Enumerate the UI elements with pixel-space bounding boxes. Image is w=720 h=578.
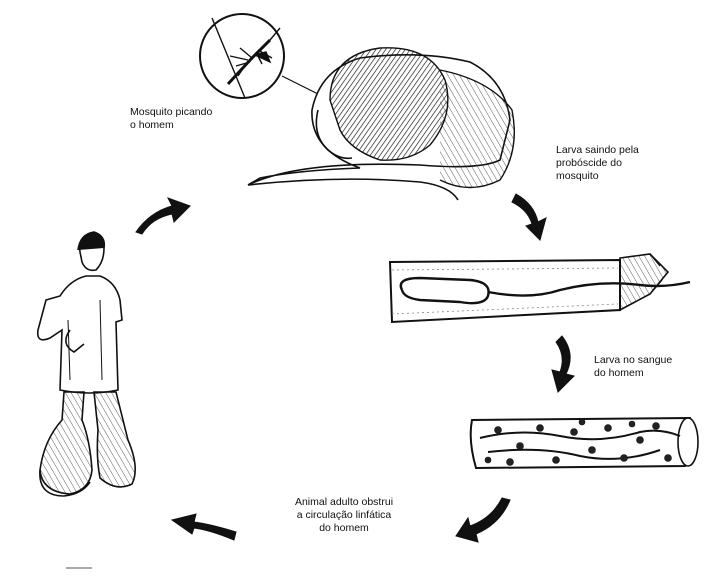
label-adult-obstructs: Animal adulto obstrui a circulação linfá… — [268, 496, 420, 535]
blood-vessel-illustration — [471, 418, 698, 468]
affected-man-illustration — [38, 232, 135, 496]
mosquito-inset — [200, 14, 284, 98]
arrow-to-adult — [456, 498, 510, 542]
arrow-to-bite — [136, 198, 190, 234]
sleeping-man-illustration — [248, 48, 514, 200]
arrow-to-man — [172, 514, 236, 540]
proboscis-illustration — [390, 254, 690, 322]
arrow-to-blood — [552, 336, 574, 392]
cycle-arrows — [136, 194, 574, 542]
arrow-to-proboscis — [512, 194, 546, 240]
label-larva-blood: Larva no sangue do homem — [594, 354, 672, 380]
label-mosquito-bite: Mosquito picando o homem — [130, 106, 212, 132]
label-larva-exit: Larva saindo pela probóscide do mosquito — [556, 144, 639, 183]
